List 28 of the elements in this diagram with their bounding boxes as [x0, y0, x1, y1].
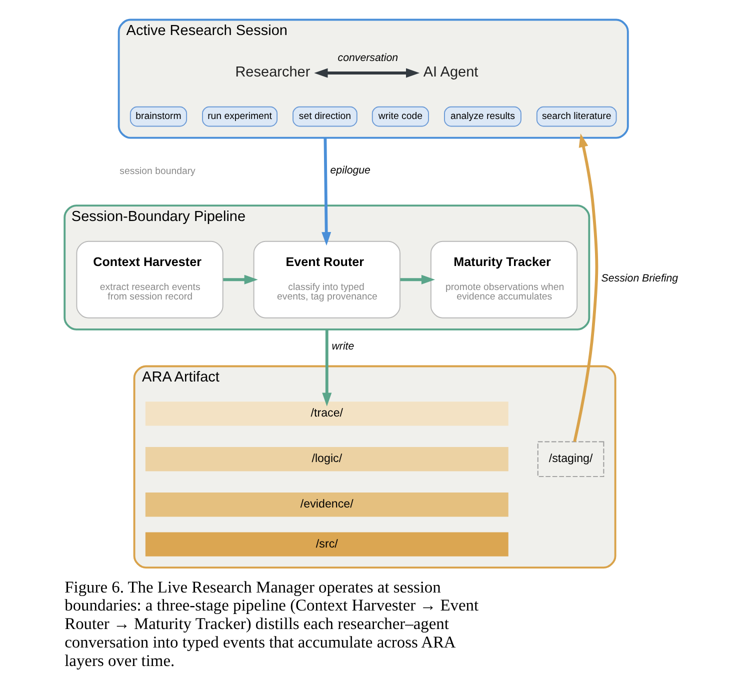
- arrow: [322, 329, 332, 406]
- arrow: [223, 274, 258, 284]
- node-text: AI Agent: [423, 64, 478, 80]
- node-box: Context Harvester extract research events from session record: [76, 240, 224, 318]
- node-box: analyze results: [444, 106, 522, 127]
- node-box: /trace/: [145, 402, 508, 426]
- arrow: [400, 274, 436, 284]
- node-box: /staging/: [537, 441, 604, 478]
- edge-label: Session Briefing: [601, 272, 678, 285]
- node-box: /logic/: [145, 447, 508, 472]
- node-box: run experiment: [202, 106, 278, 127]
- edge-label: conversation: [338, 52, 398, 64]
- node-text: Researcher: [235, 64, 310, 80]
- arrow: [322, 138, 332, 246]
- node-box: /src/: [145, 532, 508, 556]
- caption: Figure 6. The Live Research Manager operates at session boundaries: a three-stage pipeline (Context Harvester → Event Router → Maturity Tracker) distills each researcher–agent conversation into typed events that accumulate across ARA layers over time.: [64, 577, 479, 670]
- arrow: [314, 68, 420, 78]
- node-box: Event Router classify into typed events, tag provenance: [253, 240, 400, 318]
- node-box: search literature: [536, 106, 617, 127]
- node-box: brainstorm: [130, 106, 188, 127]
- node-box: Maturity Tracker promote observations when evidence accumulates: [430, 240, 578, 318]
- node-box: write code: [372, 106, 429, 127]
- node-box: set direction: [292, 106, 358, 127]
- label: session boundary: [120, 166, 196, 178]
- edge-label: epilogue: [330, 164, 370, 176]
- edge-label: write: [332, 340, 354, 353]
- arrow: [573, 134, 598, 442]
- node-box: /evidence/: [145, 492, 508, 517]
